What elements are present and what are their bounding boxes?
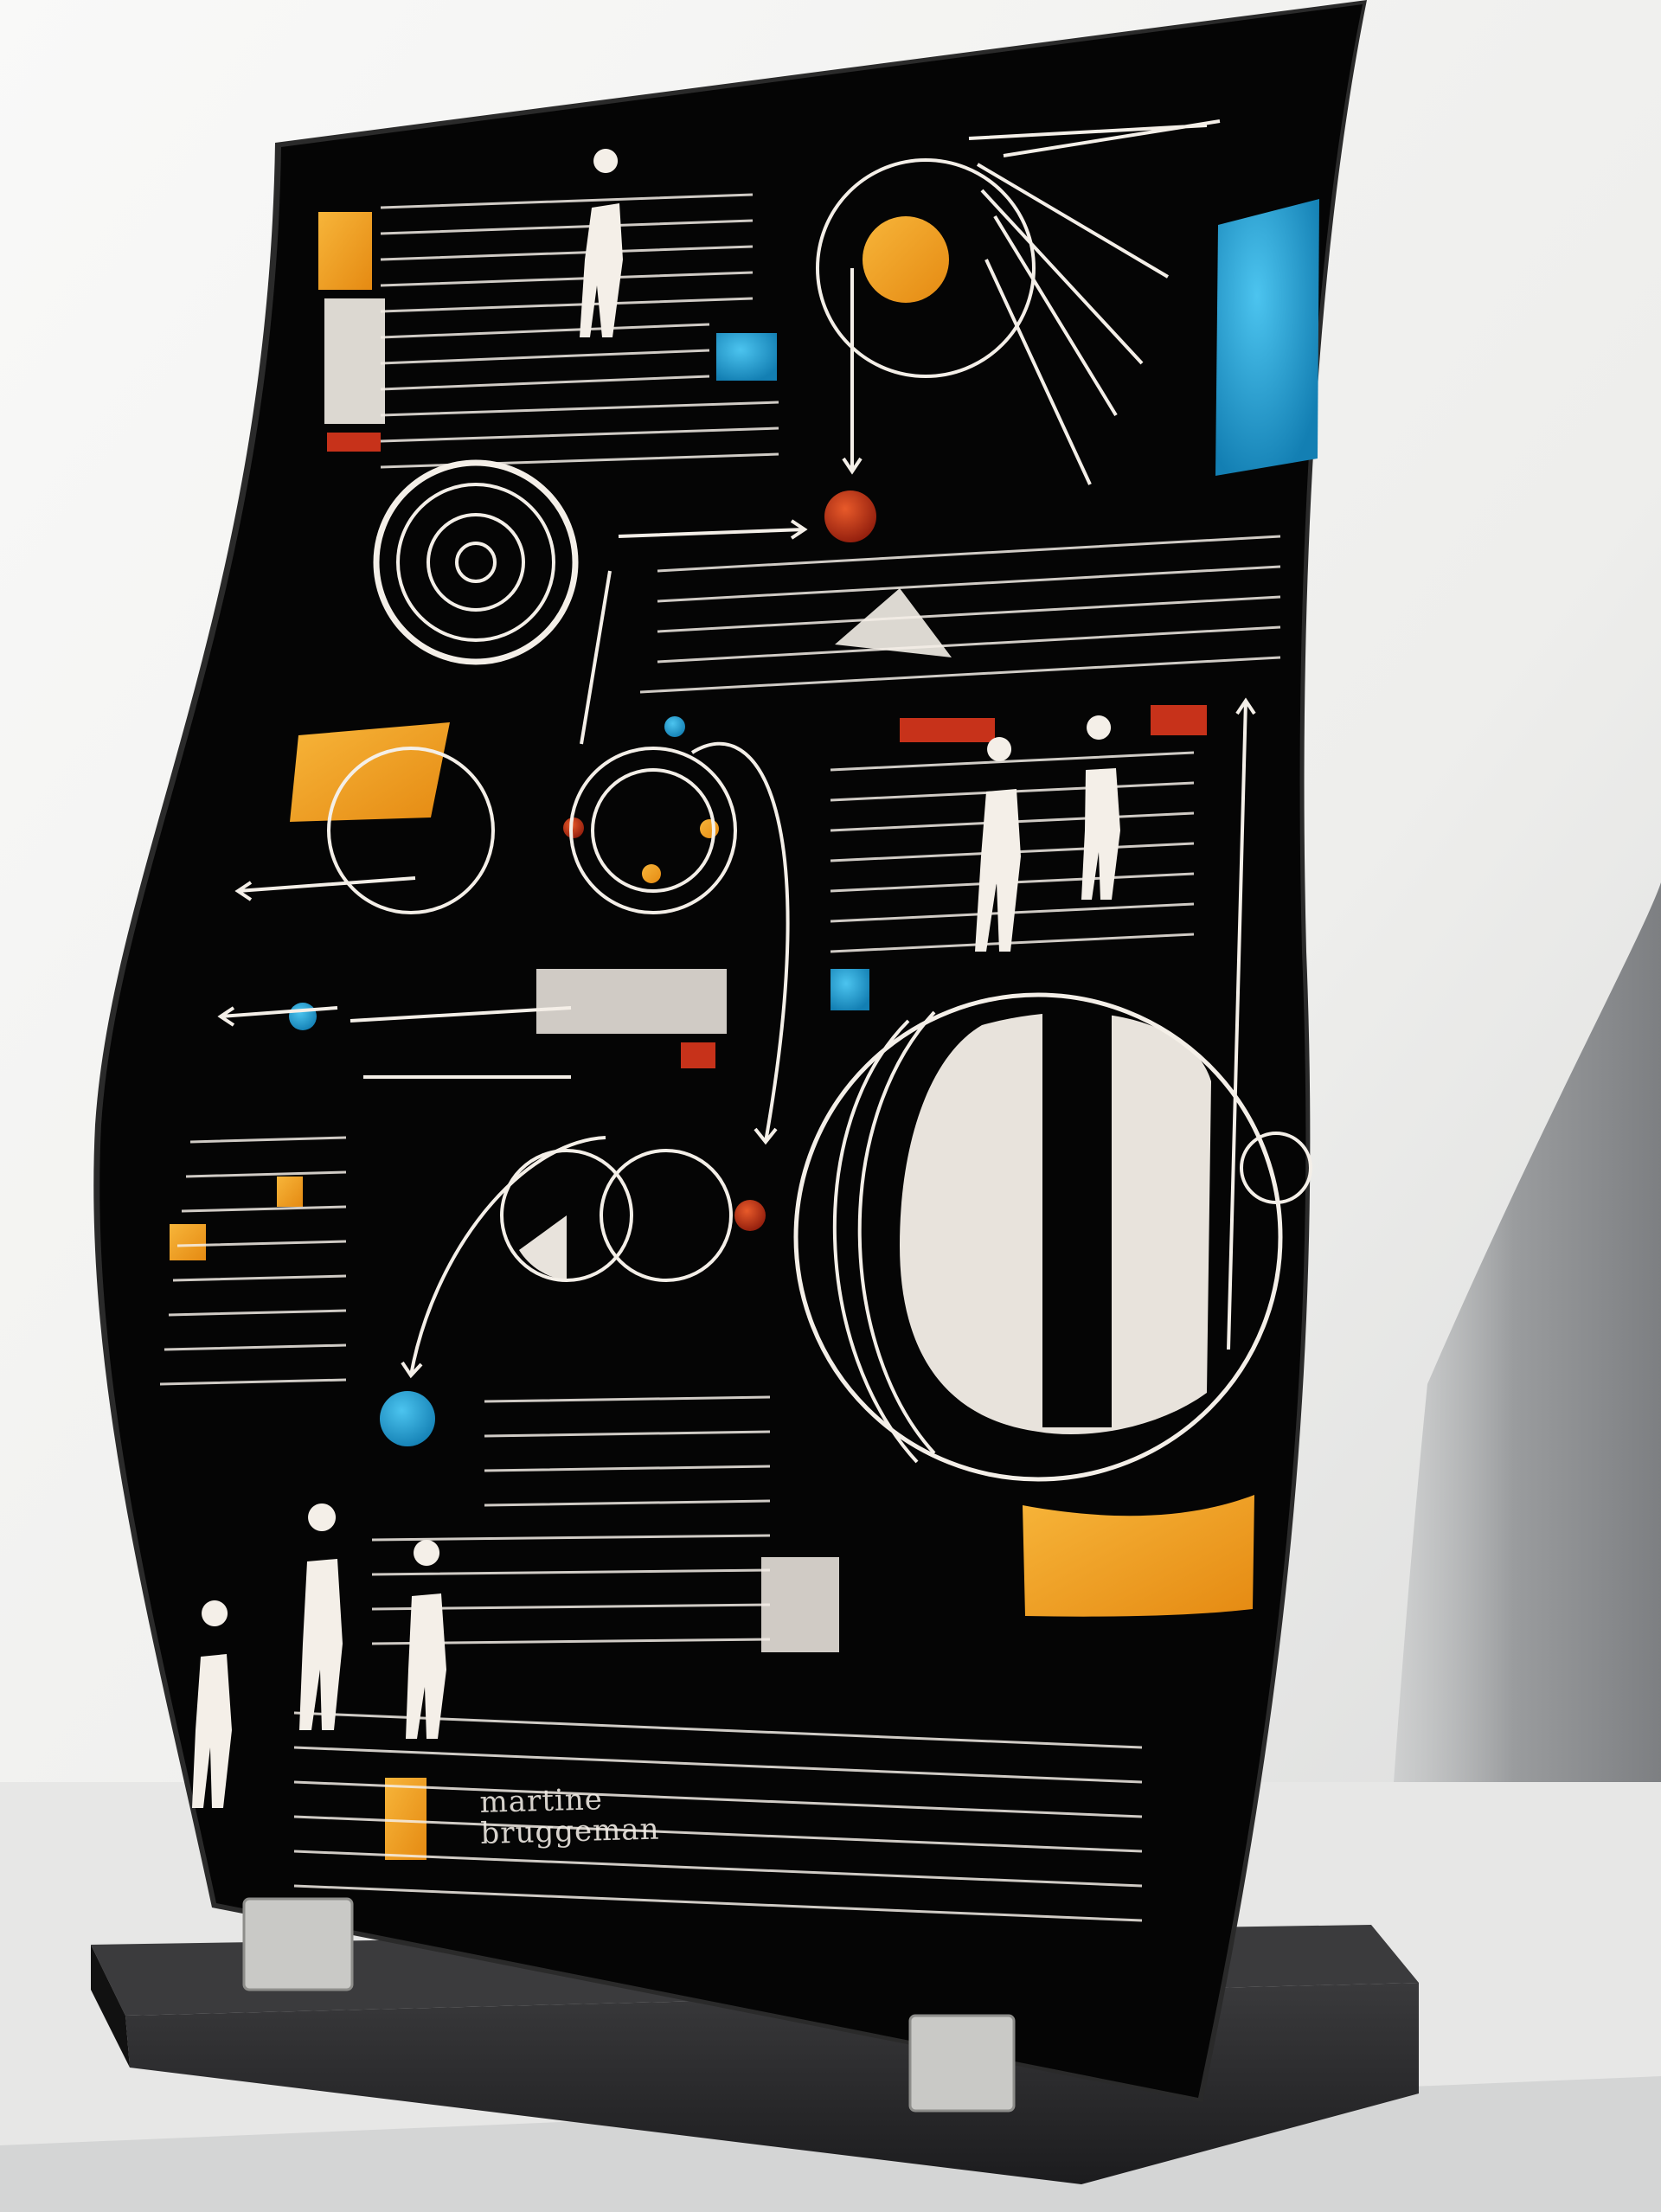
red-square-middle [681,1042,715,1068]
red-orb-top [824,490,876,542]
arc-fan-top-right [968,119,1221,485]
blue-orb-large [380,1391,435,1446]
circle-diagram-top-right [816,158,1036,378]
amber-orb-small-2 [700,819,719,838]
script-rows-upper-right [639,535,1281,694]
amber-block-top-left [318,212,372,290]
curve-arrow-left [401,1136,606,1379]
figure-bottom-2 [299,1504,343,1730]
blue-square-middle [830,969,869,1010]
script-rows-bottom [293,1711,1143,1922]
stand-base-side [91,1945,130,2068]
blue-orb-small-1 [664,716,685,737]
script-rows-bottom-middle [371,1395,771,1645]
arrow-down-top [842,268,863,475]
circle-diagram-middle-inner [591,768,715,893]
arc-lines-right [832,1010,936,1464]
orange-orb-large [863,216,949,303]
red-strip-right [1151,705,1207,735]
script-rows-left [159,1136,347,1386]
arrow-down-from-target [580,570,612,745]
yin-yang-fill [519,1215,567,1280]
blue-block-top [716,333,777,381]
amber-square-left-small [277,1177,303,1207]
cell-pattern-bottom [761,1557,839,1652]
red-orb-middle [734,1200,766,1231]
arrow-left-lower [217,1006,338,1027]
pale-panel-middle [536,969,727,1034]
figure-bottom-3 [406,1540,446,1739]
amber-block-middle-left [290,722,450,822]
red-strip-top-left [327,433,381,452]
script-block-top [324,298,385,424]
glass-color-blocks [170,199,1319,1860]
etched-line-art [217,119,1312,1482]
blue-panel-right [1215,199,1319,476]
stand-clip-left [242,1897,354,1991]
arrow-right-from-target [618,519,808,540]
curve-arrow-right [690,741,790,1145]
figure-middle-right-1 [975,737,1021,952]
amber-square-left [170,1224,206,1260]
target-middle-ring [396,483,555,642]
dark-text-column [1042,1012,1112,1427]
amber-panel-bottom-right [1023,1495,1254,1617]
figure-top [580,149,623,337]
red-orb-small-1 [563,817,584,838]
triangle-top-middle [835,588,952,657]
amber-orb-small-1 [642,864,661,883]
large-circle-right [793,992,1283,1482]
circle-diagram-middle [569,747,737,914]
circle-diagram-middle-left [327,747,495,914]
stand-clip-right [908,2014,1016,2113]
line-lower-middle [350,1006,572,1079]
vertical-line-right [1227,697,1256,1350]
etched-white-fills [324,298,1211,1652]
red-strip-middle [900,718,995,742]
circle-small-right [1240,1132,1312,1204]
script-rows-top [380,193,779,469]
artist-signature: martine bruggeman [479,1780,741,1851]
figure-middle-right-2 [1081,715,1120,900]
blue-orb-small-2 [289,1003,317,1030]
amber-block-bottom [385,1778,426,1860]
human-figures [192,149,1120,1808]
target-inner-ring [426,513,525,612]
arrow-left-middle [234,876,416,901]
figure-bottom-1 [192,1600,232,1808]
target-core [455,542,497,583]
yin-yang-right [600,1149,733,1282]
